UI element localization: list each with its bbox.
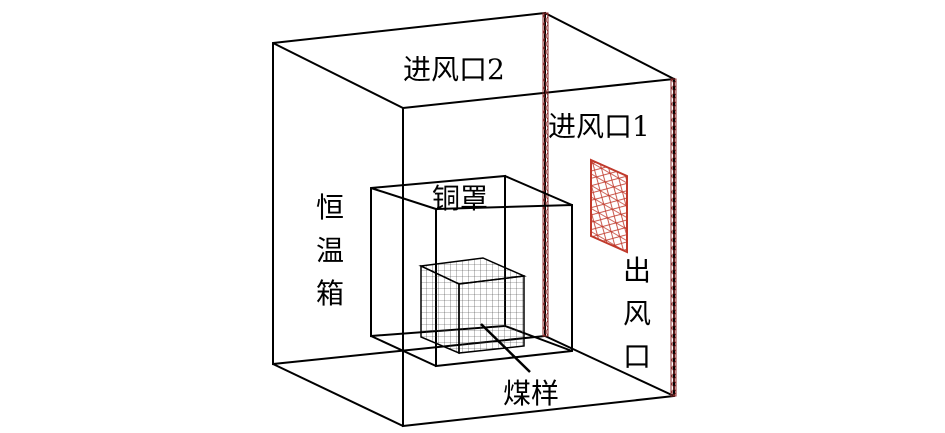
label-outlet-3: 口 — [623, 340, 651, 373]
chamber-edge-bl — [272, 363, 404, 427]
hood-edge-tl — [370, 187, 437, 210]
chamber-edge-tr — [544, 12, 675, 80]
label-outlet-1: 出 — [623, 254, 651, 287]
seal-strip-front — [670, 78, 677, 397]
label-inlet-side: 进风口1 — [548, 110, 650, 143]
chamber-edge-tl — [272, 42, 404, 109]
sample-front-face — [458, 275, 525, 354]
label-chamber-3: 箱 — [316, 277, 344, 310]
label-sample: 煤样 — [503, 377, 559, 410]
label-inlet-top: 进风口2 — [403, 53, 505, 86]
label-chamber-2: 温 — [316, 234, 344, 267]
chamber-edge-br — [544, 335, 675, 397]
sample-leader-line — [480, 323, 531, 373]
hood-edge-bl — [370, 335, 437, 367]
sample-left-face — [420, 264, 460, 355]
air-vent-panel — [590, 158, 628, 254]
hood-edge-tr — [504, 175, 573, 206]
seal-strip-back — [542, 12, 549, 337]
coal-sample-cube — [418, 257, 527, 355]
label-chamber-1: 恒 — [316, 191, 344, 224]
label-outlet-2: 风 — [623, 297, 651, 330]
label-hood: 铜罩 — [432, 182, 488, 215]
